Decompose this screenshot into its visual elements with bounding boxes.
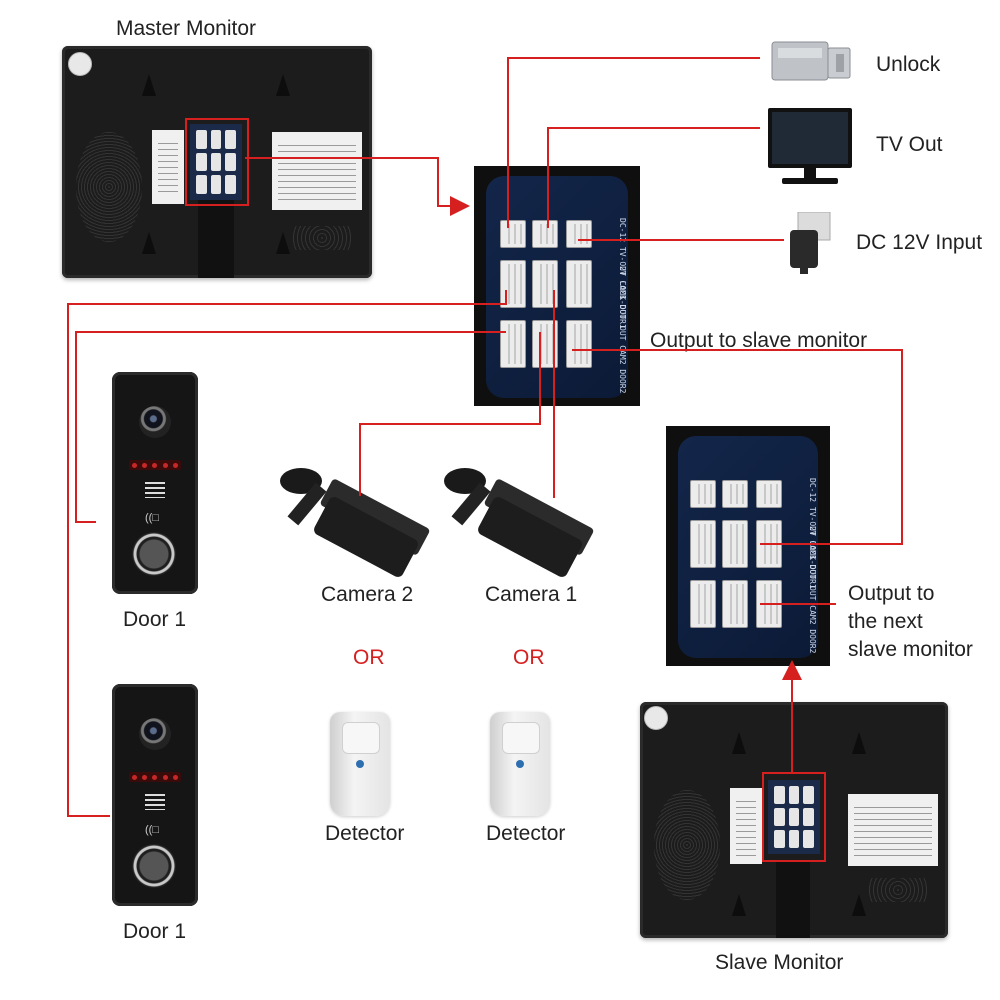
dc-input-label: DC 12V Input xyxy=(856,231,983,254)
tv-out-label: TV Out xyxy=(876,133,943,156)
mount-slot xyxy=(732,894,746,916)
serial-sticker xyxy=(152,130,184,204)
master-monitor xyxy=(62,46,372,278)
camera-lens xyxy=(139,406,171,438)
door-station-icon: ((□ xyxy=(112,684,198,906)
camera-lens xyxy=(139,718,171,750)
port-slave-in xyxy=(756,520,782,568)
power-adapter-icon xyxy=(790,212,831,274)
port xyxy=(690,520,716,568)
bullet-camera-icon xyxy=(444,468,604,580)
electric-lock-icon xyxy=(771,41,851,81)
mount-slot xyxy=(852,732,866,754)
door1-top-label: Door 1 xyxy=(123,608,187,631)
silkscreen-row2: 2V CAM1 DOOR1 xyxy=(618,266,627,329)
mount-slot xyxy=(276,74,290,96)
port-highlight xyxy=(762,772,826,862)
mount-slot xyxy=(732,732,746,754)
port-door2 xyxy=(500,320,526,368)
master-monitor-label: Master Monitor xyxy=(116,17,257,40)
port-door1 xyxy=(500,260,526,308)
led-bar xyxy=(129,460,181,470)
unlock-label: Unlock xyxy=(876,53,941,76)
slave-connector-board: DC-12 TV-OUT LOCK-OUT 2V CAM1 DOOR1 OUT … xyxy=(666,426,830,666)
led-bar xyxy=(129,772,181,782)
port xyxy=(722,480,748,508)
mount-slot xyxy=(142,232,156,254)
port-block xyxy=(768,780,820,854)
vent-holes xyxy=(868,878,928,902)
speaker-grille xyxy=(76,132,142,242)
port-slave-out xyxy=(756,580,782,628)
output-slave-label: Output to slave monitor xyxy=(650,329,868,352)
port-tv-out xyxy=(532,220,558,248)
detector-left-label: Detector xyxy=(325,822,405,845)
wiring-sticker xyxy=(272,132,362,210)
camera1-label: Camera 1 xyxy=(485,583,578,606)
vent-holes xyxy=(292,226,352,250)
output-next-label: Output to the next slave monitor xyxy=(848,582,973,661)
port-cam1 xyxy=(532,260,558,308)
port-out xyxy=(566,320,592,368)
screw-cap xyxy=(68,52,92,76)
silkscreen-row2: 2V CAM1 DOOR1 xyxy=(808,526,817,589)
stand-channel xyxy=(198,196,234,278)
mount-slot xyxy=(276,232,290,254)
connector-board: DC-12 TV-OUT LOCK-OUT 2V CAM1 DOOR1 OUT … xyxy=(474,166,640,406)
port xyxy=(722,580,748,628)
screw-cap xyxy=(644,706,668,730)
port-block xyxy=(190,124,242,200)
port xyxy=(690,480,716,508)
serial-sticker xyxy=(730,788,762,864)
door1-bottom-label: Door 1 xyxy=(123,920,187,943)
pir-detector-icon xyxy=(330,712,390,816)
port-cam2 xyxy=(532,320,558,368)
or-right-label: OR xyxy=(513,646,545,669)
port xyxy=(722,520,748,568)
port-dc-12v xyxy=(566,220,592,248)
port xyxy=(690,580,716,628)
port-in xyxy=(566,260,592,308)
door-station-icon: ((□ xyxy=(112,372,198,594)
rfid-icon: ((□ xyxy=(145,512,159,524)
slave-monitor-label: Slave Monitor xyxy=(715,951,844,974)
mount-slot xyxy=(852,894,866,916)
call-button xyxy=(132,532,176,576)
silkscreen-row3: OUT CAM2 DOOR2 xyxy=(618,326,627,394)
slave-monitor xyxy=(640,702,948,938)
mount-slot xyxy=(142,74,156,96)
port-lock-out xyxy=(500,220,526,248)
bullet-camera-icon xyxy=(280,468,440,580)
stand-channel xyxy=(776,862,810,938)
or-left-label: OR xyxy=(353,646,385,669)
tv-icon xyxy=(768,108,852,184)
mic-grille xyxy=(145,794,165,810)
port-highlight xyxy=(185,118,249,206)
rfid-icon: ((□ xyxy=(145,824,159,836)
call-button xyxy=(132,844,176,888)
wiring-sticker xyxy=(848,794,938,866)
pir-detector-icon xyxy=(490,712,550,816)
speaker-grille xyxy=(654,790,720,900)
mic-grille xyxy=(145,482,165,498)
camera2-label: Camera 2 xyxy=(321,583,414,606)
detector-right-label: Detector xyxy=(486,822,566,845)
port xyxy=(756,480,782,508)
silkscreen-row3: OUT CAM2 DOOR2 xyxy=(808,586,817,654)
